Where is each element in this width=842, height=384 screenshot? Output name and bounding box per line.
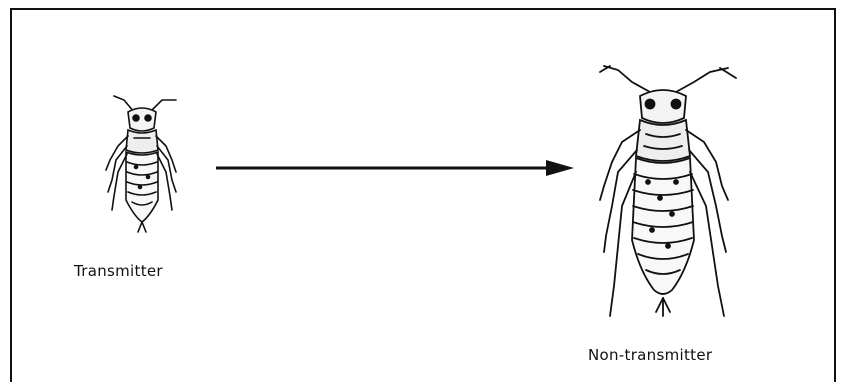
figure-frame xyxy=(10,8,836,382)
transmitter-insect-illustration xyxy=(105,95,177,233)
transmitter-label: Transmitter xyxy=(74,262,163,280)
non-transmitter-insect-illustration xyxy=(599,65,737,317)
transformation-arrow xyxy=(216,160,574,176)
non-transmitter-label: Non-transmitter xyxy=(588,346,713,364)
